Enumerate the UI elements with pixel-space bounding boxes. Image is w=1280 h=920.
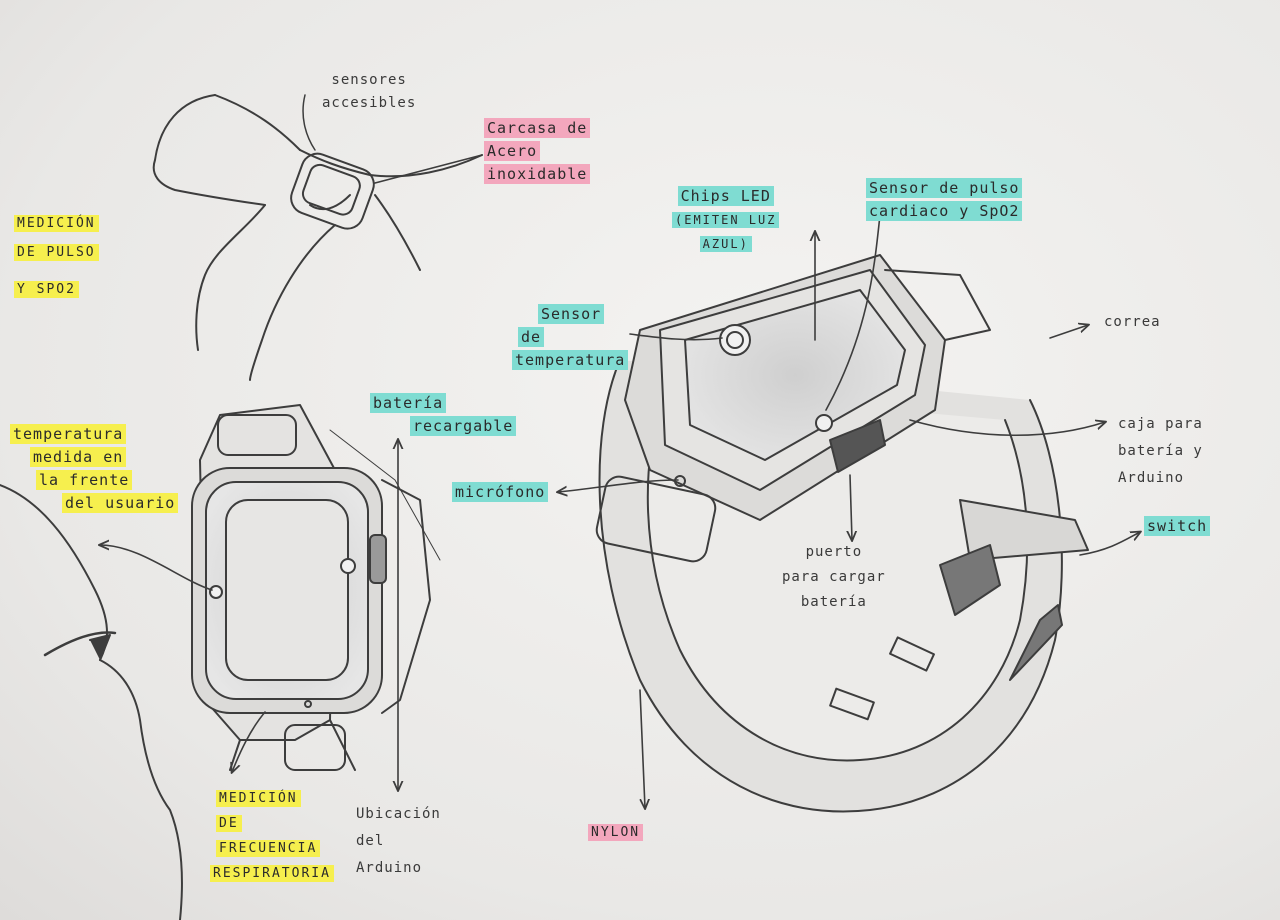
- label-carcasa-acero: Carcasa de Acero inoxidable: [484, 120, 590, 189]
- wrist-sketch: [154, 95, 482, 380]
- label-medicion-frecuencia: MEDICIÓN DE FRECUENCIA RESPIRATORIA: [210, 790, 334, 888]
- label-ubicacion-arduino: Ubicación del Arduino: [356, 806, 441, 883]
- label-chips-led: Chips LED (EMITEN LUZ AZUL): [672, 188, 779, 259]
- label-sensor-temperatura: Sensor de temperatura: [512, 306, 628, 375]
- face-profile: [0, 485, 182, 920]
- label-sensor-pulso: Sensor de pulso cardiaco y SpO2: [866, 180, 1022, 226]
- label-caja-bateria: caja para batería y Arduino: [1118, 416, 1203, 493]
- label-correa: correa: [1104, 314, 1161, 331]
- label-switch: switch: [1144, 518, 1210, 535]
- label-medicion-pulso: MEDICIÓN DE PULSO Y SpO2: [14, 215, 99, 304]
- label-bateria-recargable: batería recargable: [370, 395, 516, 441]
- front-watch: [192, 405, 440, 770]
- label-microfono: micrófono: [452, 484, 548, 501]
- label-puerto-carga: puerto para cargar batería: [782, 544, 886, 617]
- label-nylon: NYLON: [588, 824, 643, 841]
- label-temperatura-frente: temperatura medida en la frente del usua…: [10, 426, 178, 518]
- label-sensores-accesibles: sensores accesibles: [322, 72, 416, 118]
